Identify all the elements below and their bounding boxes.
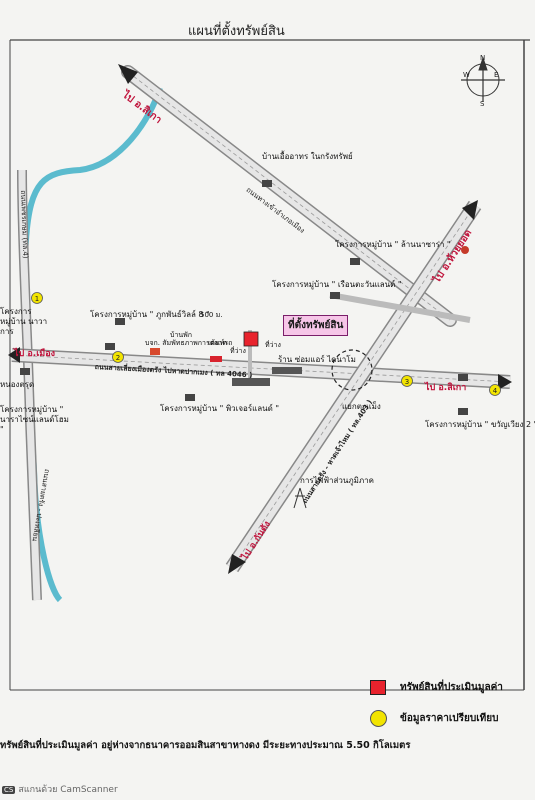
power-tower-icon <box>293 487 307 509</box>
target-label: ที่ตั้งทรัพย์สิน <box>283 315 349 336</box>
house-icon <box>262 180 272 187</box>
place-label: บจก. สัมพัทธภาพการตลาด <box>145 339 228 347</box>
place-label: โครงการหมู่บ้าน " ล้านนาซาร่า " <box>335 240 451 249</box>
place-label: โครงการหมู่บ้าน นาวาการ <box>0 307 48 336</box>
place-label: การไฟฟ้าส่วนภูมิภาค <box>300 476 374 485</box>
label-to-right-mid: ไป อ.สิเกา <box>425 383 467 393</box>
house-icon <box>20 368 30 375</box>
house-icon <box>150 348 160 355</box>
label-left-vertical: ถนนเพชรเกษม (ทล.4) <box>19 190 30 259</box>
legend-yellow-swatch <box>370 710 387 727</box>
house-icon <box>105 343 115 350</box>
arrow-southwest-icon <box>228 554 246 574</box>
car-icon <box>210 356 222 362</box>
road-big-diagonal <box>225 200 482 574</box>
place-label: แยกตะเเม็ง <box>342 402 381 411</box>
legend-red-label: ทรัพย์สินที่ประเมินมูลค่า <box>400 682 503 693</box>
comparison-marker-4: 4 <box>489 384 501 396</box>
road-left-vertical <box>17 169 42 601</box>
place-label: โครงการหมู่บ้าน " พิวเจอร์แลนด์ " <box>160 404 280 413</box>
label-to-left-mid: ไป อ.เมือง <box>14 349 56 359</box>
place-label: หนองตรุด <box>0 380 35 389</box>
comparison-marker-3: 3 <box>401 375 413 387</box>
place-label: เต้นท์รถ <box>208 339 233 347</box>
side-road-1 <box>329 292 471 323</box>
marker-3-text: 3 <box>405 378 409 386</box>
river <box>21 87 163 603</box>
legend-yellow-label: ข้อมูลราคาเปรียบเทียบ <box>400 713 499 724</box>
place-label: โครงการหมู่บ้าน " ขวัญเวียง 2 " <box>425 420 535 429</box>
road-main-horizontal <box>8 347 512 390</box>
shophouse-row-1 <box>232 378 270 386</box>
marker-1-text: 1 <box>35 295 39 303</box>
target-property-marker <box>243 331 259 347</box>
house-icons <box>20 180 468 415</box>
marker-4-text: 4 <box>493 387 498 395</box>
place-label: โครงการหมู่บ้าน " นาราไซน์แลนด์โฮม " <box>0 405 69 434</box>
place-label: ที่ว่าง <box>230 347 246 355</box>
place-label: ร้าน ซ่อมแอร์ ไดนาโม <box>278 355 356 364</box>
arrow-east-icon <box>498 374 512 390</box>
arrow-northeast-icon <box>462 200 478 220</box>
arrow-west-icon <box>8 347 20 363</box>
house-icon <box>185 394 195 401</box>
place-label: 500 ม. <box>200 311 223 319</box>
place-label: โครงการหมู่บ้าน " เรือนตะวันแลนด์ " <box>272 280 402 289</box>
scanner-text: สแกนด้วย CamScanner <box>18 785 118 795</box>
place-label: บ้านเอื้ออาทร ในกรังทรัพย์ <box>262 152 353 161</box>
compass-e: E <box>494 71 498 79</box>
arrow-north-icon <box>118 64 138 84</box>
footer-note: ทรัพย์สินที่ประเมินมูลค่า อยู่ห่างจากธนา… <box>0 740 411 751</box>
house-icon <box>458 408 468 415</box>
map-title: แผนที่ตั้งทรัพย์สิน <box>188 24 285 39</box>
marker-2-text: 2 <box>116 354 120 362</box>
legend-red-swatch <box>370 680 386 695</box>
place-label: ที่ว่าง <box>265 341 281 349</box>
pin-icon <box>461 246 469 254</box>
place-label: บ้านพัก <box>170 331 193 339</box>
legend: ทรัพย์สินที่ประเมินมูลค่า ข้อมูลราคาเปรี… <box>370 680 530 730</box>
house-icon <box>458 374 468 381</box>
comparison-marker-1: 1 <box>31 292 43 304</box>
shophouse-row-2 <box>272 367 302 374</box>
intersection-circle <box>331 349 373 391</box>
compass-icon <box>461 56 505 102</box>
house-icon <box>350 258 360 265</box>
compass-n: N <box>480 54 485 62</box>
compass-w: W <box>463 71 470 79</box>
road-diagonal-north <box>118 64 457 327</box>
house-icon <box>330 292 340 299</box>
scanner-logo: CS <box>2 786 16 794</box>
house-icon <box>115 318 125 325</box>
place-label: โครงการหมู่บ้าน " ภูกพันธ์วิลล์ 8 " <box>90 310 210 319</box>
compass-s: S <box>480 100 485 108</box>
comparison-marker-2: 2 <box>112 351 124 363</box>
